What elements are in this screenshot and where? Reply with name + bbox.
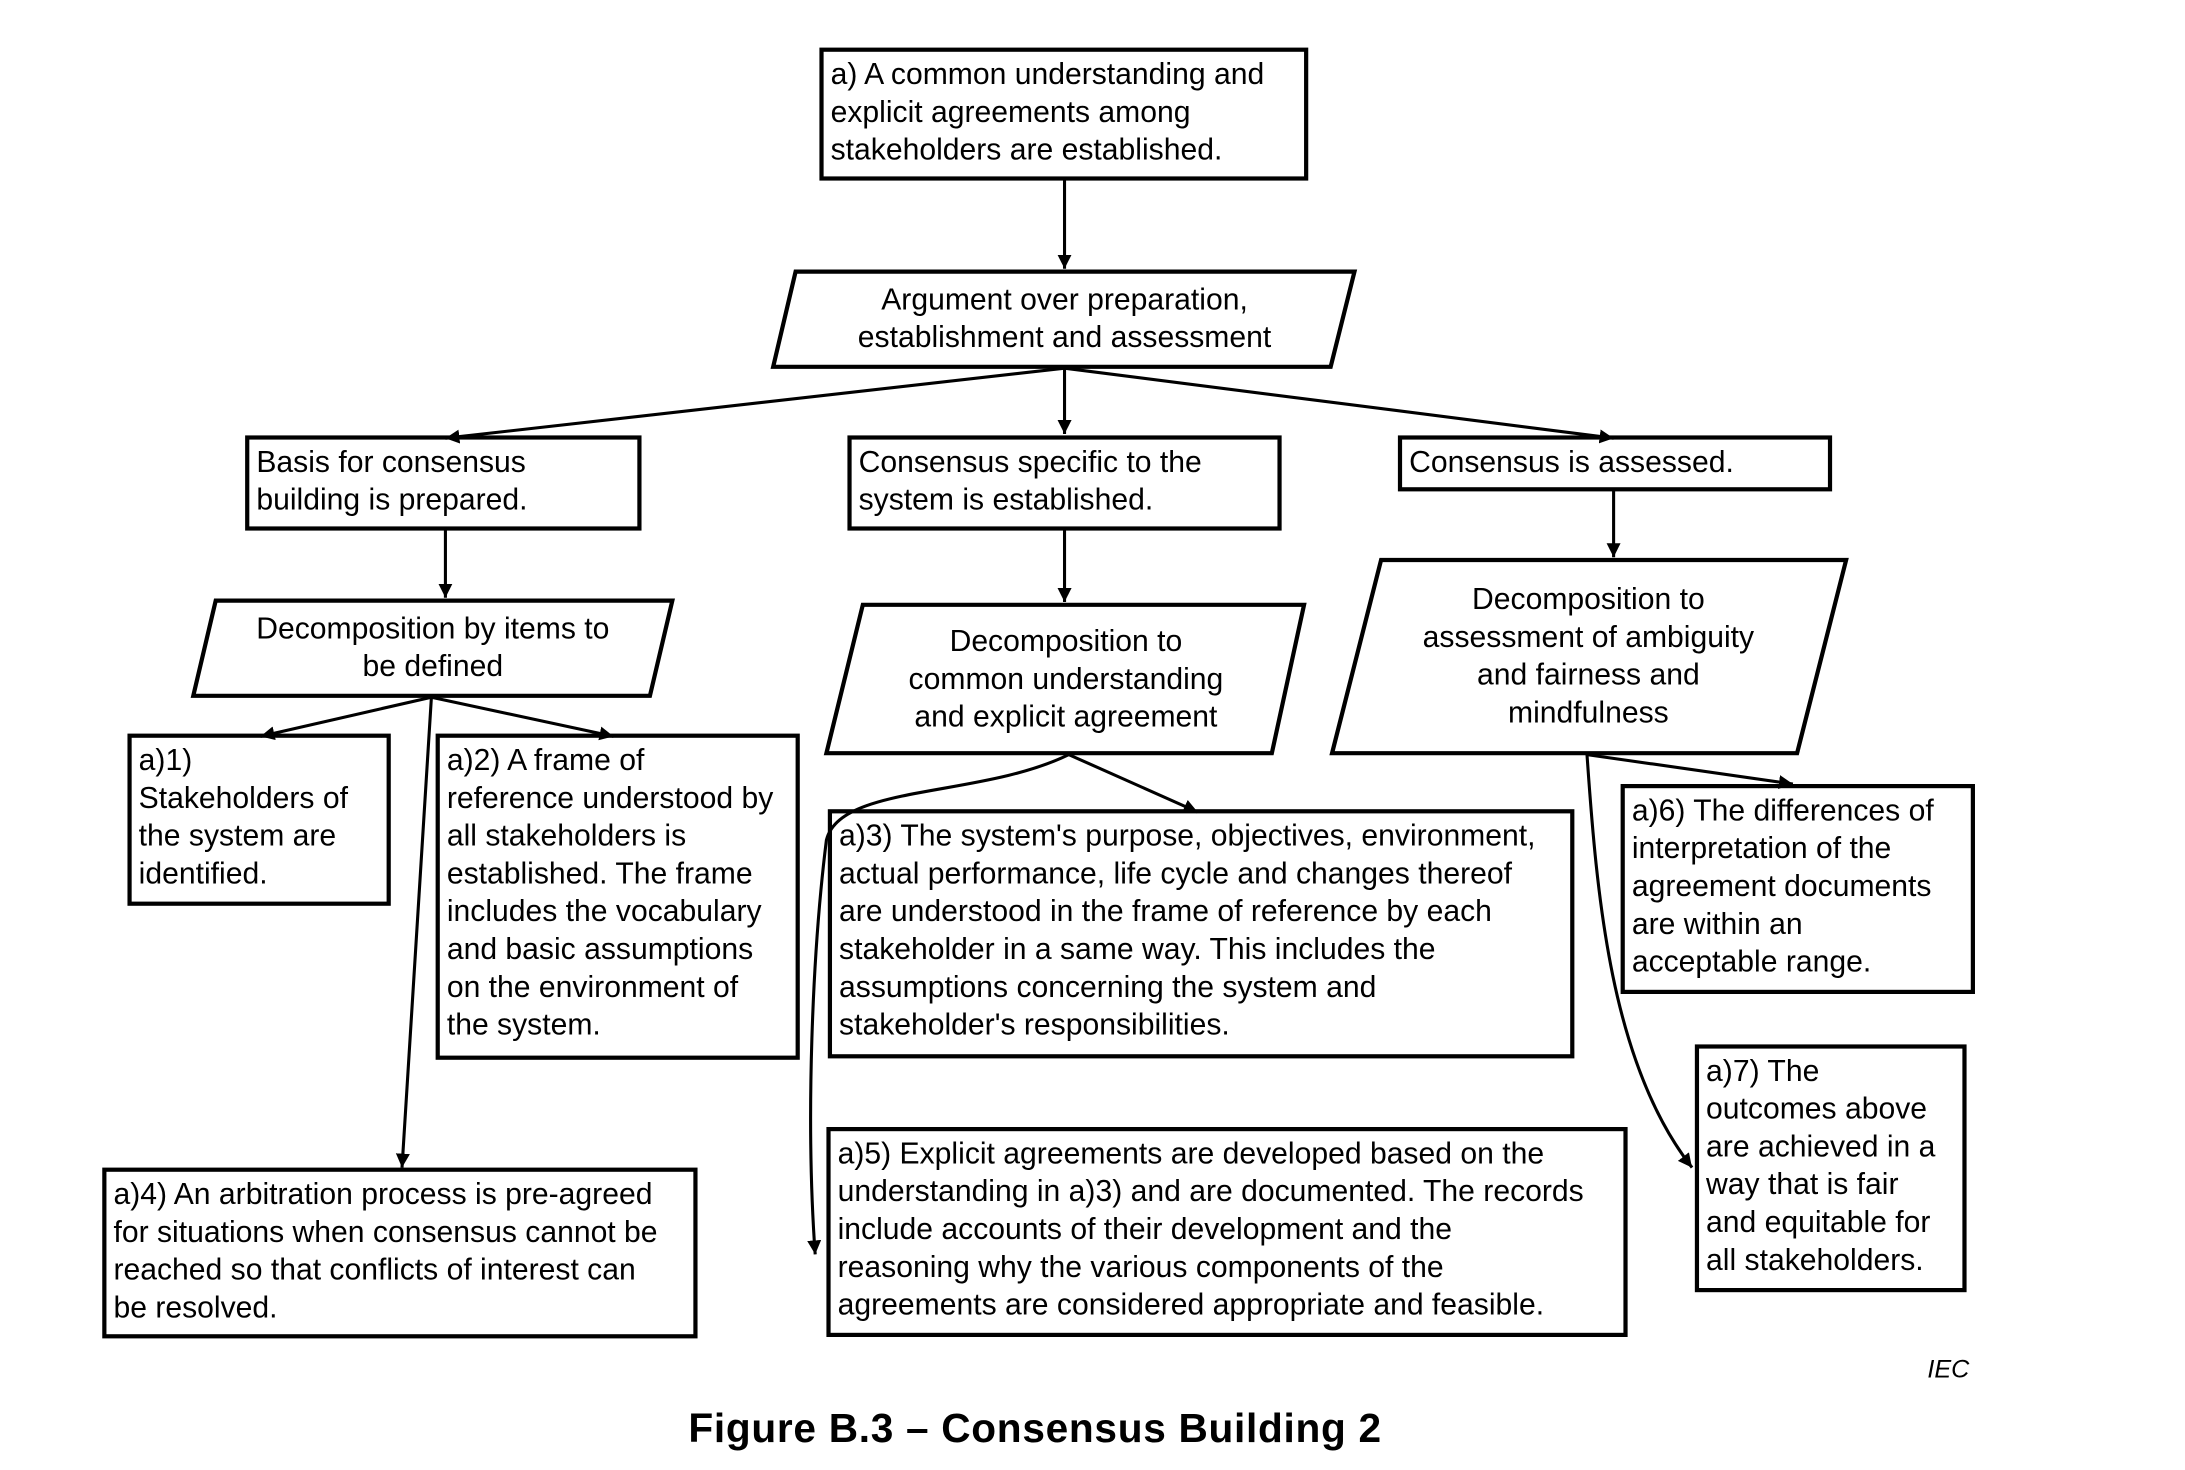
strategy-argument-shape: [770, 269, 1358, 369]
strategy-items: Decomposition by items to be defined: [256, 611, 610, 684]
goal-a2: a)2) A frame of reference understood by …: [435, 733, 800, 1060]
goal-assessed: Consensus is assessed.: [1397, 435, 1833, 492]
strategy-ambiguity: Decomposition to assessment of ambiguity…: [1422, 582, 1755, 730]
goal-a6: a)6) The differences of interpretation o…: [1620, 784, 1975, 994]
iec-source-mark: IEC: [1927, 1355, 1970, 1384]
figure-caption: Figure B.3 – Consensus Building 2: [688, 1407, 1382, 1452]
edge-ambiguity-a7: [1585, 754, 1694, 1169]
goal-a1: a)1) Stakeholders of the system are iden…: [127, 733, 391, 906]
edge-items-a4: [395, 697, 433, 1168]
goal-top: a) A common understanding and explicit a…: [819, 47, 1309, 181]
goal-basis: Basis for consensus building is prepared…: [245, 435, 642, 531]
goal-a4: a)4) An arbitration process is pre-agree…: [102, 1167, 698, 1339]
goal-a3: a)3) The system's purpose, objectives, e…: [827, 809, 1575, 1059]
edge-common-a5: [807, 753, 1070, 1255]
edge-items-a1: [260, 695, 432, 741]
strategy-ambiguity-shape: [1329, 557, 1849, 756]
edge-ambiguity-a6: [1586, 753, 1794, 789]
edge-argument-basis: [445, 366, 1065, 444]
strategy-common: Decomposition to common understanding an…: [908, 623, 1224, 733]
strategy-common-shape: [823, 602, 1307, 756]
goal-specific: Consensus specific to the system is esta…: [847, 435, 1282, 531]
goal-a5: a)5) Explicit agreements are developed b…: [826, 1127, 1628, 1337]
strategy-items-shape: [190, 598, 675, 698]
edge-common-a3: [1068, 753, 1199, 814]
edge-argument-assessed: [1064, 366, 1614, 444]
goal-a7: a)7) The outcomes above are achieved in …: [1694, 1044, 1967, 1293]
strategy-argument: Argument over preparation, establishment…: [857, 282, 1272, 355]
edge-items-a2: [431, 695, 614, 741]
